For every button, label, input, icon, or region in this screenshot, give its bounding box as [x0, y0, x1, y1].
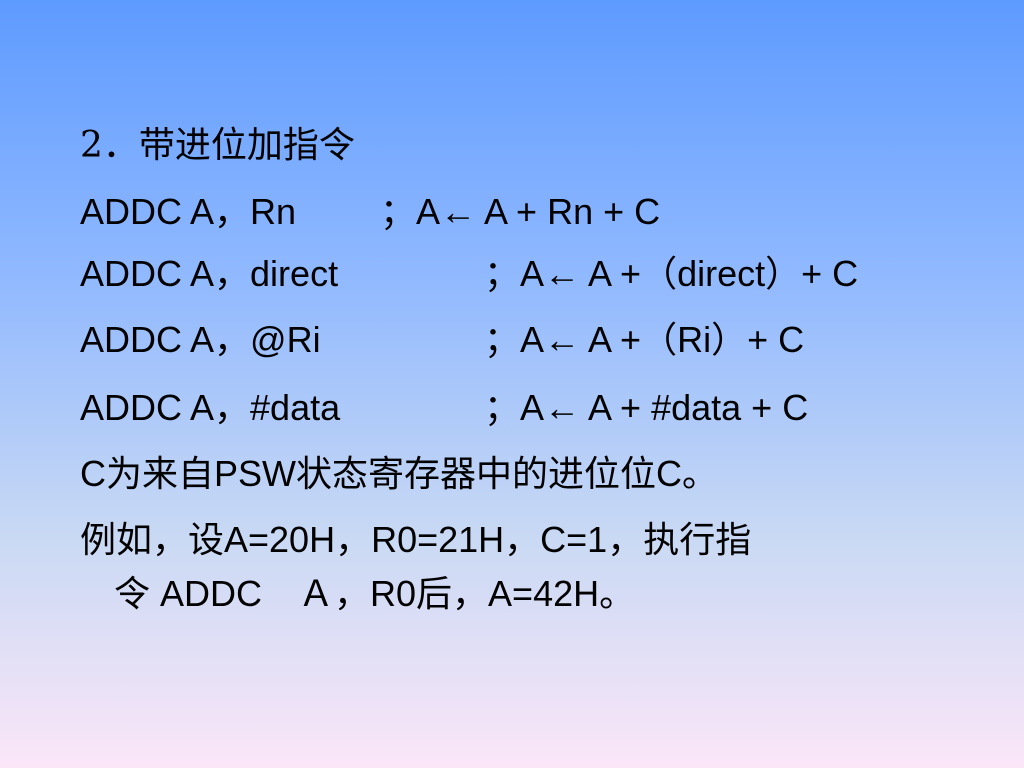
slide-title: 2．带进位加指令	[80, 125, 355, 166]
instruction-code: ADDC A，@Ri	[80, 319, 321, 360]
instruction-comment: ；A← A +（direct）+ C	[484, 253, 859, 294]
carry-note: C为来自PSW状态寄存器中的进位位C。	[80, 453, 718, 494]
instruction-comment: ；A← A +（Ri）+ C	[484, 319, 805, 360]
example-line-1: 例如，设A=20H，R0=21H，C=1，执行指	[80, 519, 752, 560]
instruction-code: ADDC A，direct	[80, 253, 339, 294]
instruction-comment: ；A← A + Rn + C	[380, 191, 661, 232]
instruction-code: ADDC A，#data	[80, 387, 341, 428]
example-line-2: 令 ADDC Ａ，R0后，A=42H。	[114, 573, 636, 614]
instruction-comment: ；A← A + #data + C	[484, 387, 809, 428]
instruction-code: ADDC A，Rn	[80, 191, 297, 232]
